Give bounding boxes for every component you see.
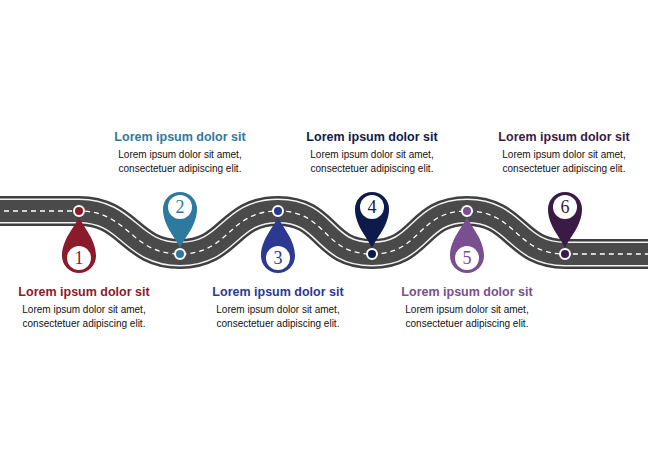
step-number: 3	[266, 246, 290, 270]
milestone-text: Lorem ipsum dolor sitLorem ipsum dolor s…	[387, 215, 547, 331]
milestone-body: Lorem ipsum dolor sit amet, consectetuer…	[4, 303, 164, 331]
road-dot	[175, 249, 185, 259]
road-dot	[462, 206, 472, 216]
milestone: 4Lorem ipsum dolor sitLorem ipsum dolor …	[292, 130, 452, 176]
milestone: 2Lorem ipsum dolor sitLorem ipsum dolor …	[100, 130, 260, 176]
milestone-body: Lorem ipsum dolor sit amet, consectetuer…	[484, 148, 644, 176]
step-number: 4	[360, 195, 384, 219]
milestone-heading: Lorem ipsum dolor sit	[292, 130, 452, 145]
milestone-body: Lorem ipsum dolor sit amet, consectetuer…	[292, 148, 452, 176]
milestone-heading: Lorem ipsum dolor sit	[100, 130, 260, 145]
step-number: 1	[67, 246, 91, 270]
milestone-text: Lorem ipsum dolor sitLorem ipsum dolor s…	[4, 215, 164, 331]
milestone-body: Lorem ipsum dolor sit amet, consectetuer…	[387, 303, 547, 331]
road-dot	[560, 249, 570, 259]
milestone-heading: Lorem ipsum dolor sit	[198, 285, 358, 300]
pin-body	[163, 192, 197, 248]
pin-body	[548, 192, 582, 248]
milestone-text: Lorem ipsum dolor sitLorem ipsum dolor s…	[292, 130, 452, 176]
pin-body	[261, 217, 295, 273]
milestone: 6Lorem ipsum dolor sitLorem ipsum dolor …	[484, 130, 644, 176]
road-dot	[367, 249, 377, 259]
milestone: 5Lorem ipsum dolor sitLorem ipsum dolor …	[387, 215, 547, 331]
road-dot	[273, 206, 283, 216]
pin-body	[62, 217, 96, 273]
road-dot	[74, 206, 84, 216]
milestone: 3Lorem ipsum dolor sitLorem ipsum dolor …	[198, 215, 358, 331]
milestone-text: Lorem ipsum dolor sitLorem ipsum dolor s…	[100, 130, 260, 176]
milestone-text: Lorem ipsum dolor sitLorem ipsum dolor s…	[484, 130, 644, 176]
step-number: 6	[553, 195, 577, 219]
milestone-heading: Lorem ipsum dolor sit	[484, 130, 644, 145]
step-number: 2	[168, 195, 192, 219]
step-number: 5	[455, 246, 479, 270]
milestone-body: Lorem ipsum dolor sit amet, consectetuer…	[198, 303, 358, 331]
milestone-text: Lorem ipsum dolor sitLorem ipsum dolor s…	[198, 215, 358, 331]
milestone-heading: Lorem ipsum dolor sit	[387, 285, 547, 300]
milestone-body: Lorem ipsum dolor sit amet, consectetuer…	[100, 148, 260, 176]
pin-body	[355, 192, 389, 248]
pin-body	[450, 217, 484, 273]
milestone: 1Lorem ipsum dolor sitLorem ipsum dolor …	[4, 215, 164, 331]
milestone-heading: Lorem ipsum dolor sit	[4, 285, 164, 300]
